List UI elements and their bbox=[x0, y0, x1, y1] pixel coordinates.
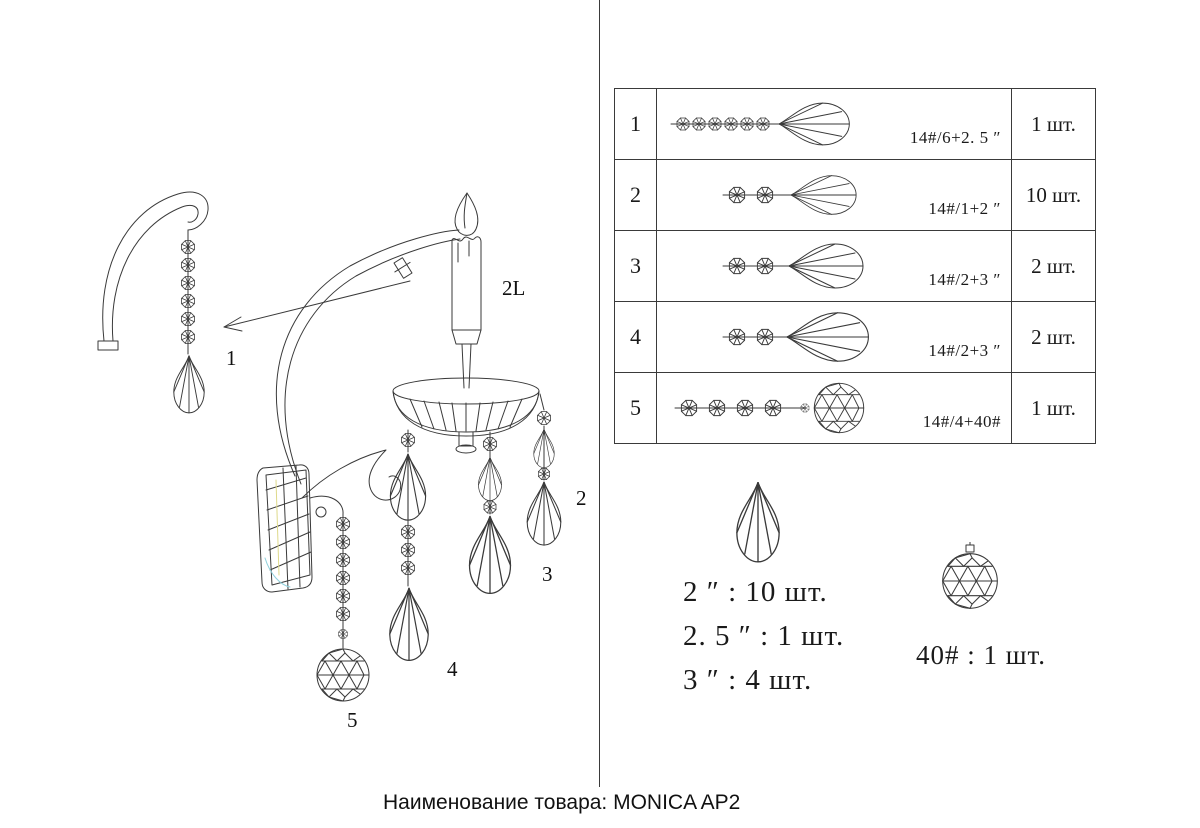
product-title: Наименование товара: MONICA AP2 bbox=[383, 791, 741, 814]
part-quantity: 1 шт. bbox=[1011, 89, 1095, 159]
chain-drawing-row5 bbox=[674, 382, 865, 434]
summary-count-2inch: 2 ″ : 10 шт. bbox=[683, 576, 828, 608]
part-drawing-cell: 14#/2+3 ″ bbox=[657, 302, 1011, 372]
part-quantity: 2 шт. bbox=[1011, 302, 1095, 372]
label-part-4: 4 bbox=[447, 657, 458, 681]
part-number: 4 bbox=[615, 302, 657, 372]
label-part-3: 3 bbox=[542, 562, 553, 586]
candle-drawing bbox=[451, 192, 482, 389]
bobeche-drawing bbox=[392, 377, 540, 454]
part-quantity: 2 шт. bbox=[1011, 231, 1095, 301]
part-code: 14#/6+2. 5 ″ bbox=[909, 128, 1001, 147]
parts-table-row: 5 14#/4+40# 1 шт. bbox=[615, 373, 1095, 443]
summary-count-3inch: 3 ″ : 4 шт. bbox=[683, 664, 813, 696]
part-quantity: 1 шт. bbox=[1011, 373, 1095, 443]
part-code: 14#/2+3 ″ bbox=[928, 270, 1001, 289]
chain-drawing-row1 bbox=[670, 102, 850, 146]
summary-count-25inch: 2. 5 ″ : 1 шт. bbox=[683, 620, 845, 652]
part-code: 14#/4+40# bbox=[922, 412, 1001, 431]
chain-drawing-row3 bbox=[722, 243, 864, 289]
crystal-chain-middle bbox=[468, 431, 512, 594]
main-arm-drawing bbox=[276, 229, 461, 501]
parts-table-row: 1 14#/6+2. 5 ″ 1 шт. bbox=[615, 89, 1095, 160]
crystal-chain-ball bbox=[316, 513, 370, 702]
part-code: 14#/1+2 ″ bbox=[928, 199, 1001, 218]
parts-table: 1 14#/6+2. 5 ″ 1 шт. 2 bbox=[614, 88, 1096, 444]
part-drawing-cell: 14#/6+2. 5 ″ bbox=[657, 89, 1011, 159]
pointer-arrow bbox=[223, 280, 411, 332]
part-drawing-cell: 14#/2+3 ″ bbox=[657, 231, 1011, 301]
divider-line bbox=[599, 0, 600, 787]
summary-count-ball: 40# : 1 шт. bbox=[916, 640, 1047, 670]
parts-table-row: 2 14#/1+2 ″ 10 шт. bbox=[615, 160, 1095, 231]
crystal-chain-part1 bbox=[173, 229, 205, 414]
part-number: 3 bbox=[615, 231, 657, 301]
reference-ball-drawing bbox=[942, 542, 998, 609]
part-number: 5 bbox=[615, 373, 657, 443]
part-quantity: 10 шт. bbox=[1011, 160, 1095, 230]
chain-drawing-row4 bbox=[722, 312, 869, 362]
chain-drawing-row2 bbox=[722, 175, 857, 215]
crystal-chain-left bbox=[389, 429, 429, 662]
arm-clamp bbox=[393, 257, 413, 279]
reference-drop-drawing bbox=[736, 481, 780, 563]
label-part-2: 2 bbox=[576, 486, 587, 510]
backplate-drawing bbox=[256, 464, 344, 593]
parts-table-row: 3 14#/2+3 ″ 2 шт. bbox=[615, 231, 1095, 302]
part-number: 2 bbox=[615, 160, 657, 230]
parts-table-row: 4 14#/2+3 ″ 2 шт. bbox=[615, 302, 1095, 373]
crystal-chain-right bbox=[526, 393, 562, 546]
part-number: 1 bbox=[615, 89, 657, 159]
part-drawing-cell: 14#/4+40# bbox=[657, 373, 1011, 443]
part-code: 14#/2+3 ″ bbox=[928, 341, 1001, 360]
label-part-1: 1 bbox=[226, 346, 237, 370]
part-drawing-cell: 14#/1+2 ″ bbox=[657, 160, 1011, 230]
spare-arm-drawing bbox=[97, 191, 209, 351]
wall-lamp-technical-drawing bbox=[97, 191, 562, 702]
label-lights-2l: 2L bbox=[502, 276, 526, 300]
label-part-5: 5 bbox=[347, 708, 358, 732]
